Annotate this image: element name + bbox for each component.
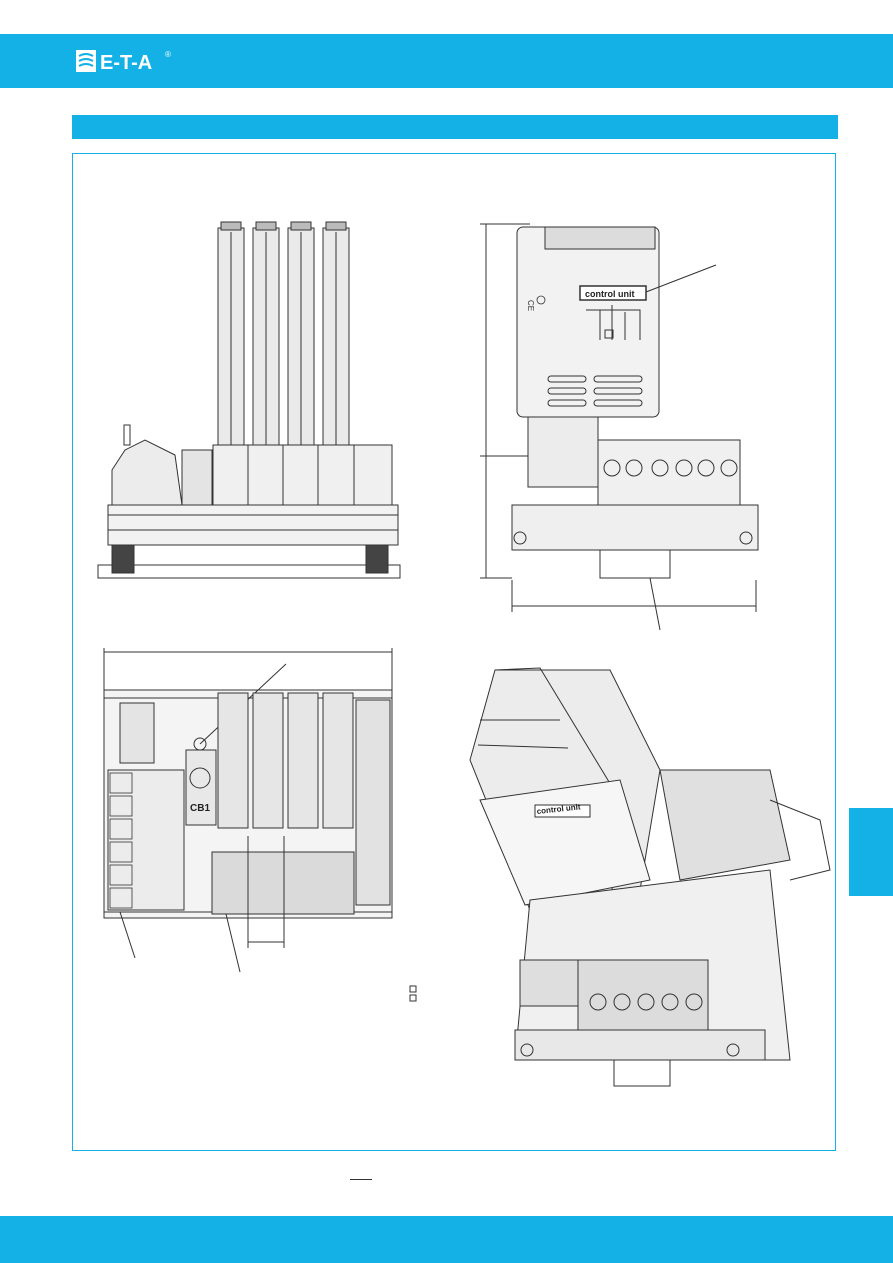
- header-bar: [0, 34, 893, 88]
- ce-mark-icon: CE: [526, 300, 535, 311]
- footer-rule: [350, 1179, 372, 1180]
- side-view-drawing: [480, 223, 759, 631]
- logo-mark: ®: [165, 50, 171, 59]
- breaker-1: [212, 221, 250, 506]
- breaker-2: [247, 221, 285, 506]
- section-title-bar: [72, 115, 838, 139]
- breaker-3: [282, 221, 320, 506]
- front-view-drawing: [97, 221, 401, 579]
- cb1-label: CB1: [190, 803, 210, 814]
- control-unit-label: control unit: [585, 289, 635, 299]
- isometric-view-drawing: [469, 667, 831, 1087]
- side-tab: [849, 808, 893, 896]
- breaker-4: [317, 221, 355, 506]
- footer-bar: [0, 1216, 893, 1263]
- logo-text: E-T-A: [100, 52, 152, 74]
- svg-text:CE: CE: [526, 300, 535, 311]
- ul-mark-icon: [536, 295, 546, 305]
- content-frame: [72, 153, 836, 1151]
- top-view-drawing: [103, 648, 417, 1002]
- eta-logo-icon: E-T-A ®: [76, 50, 171, 74]
